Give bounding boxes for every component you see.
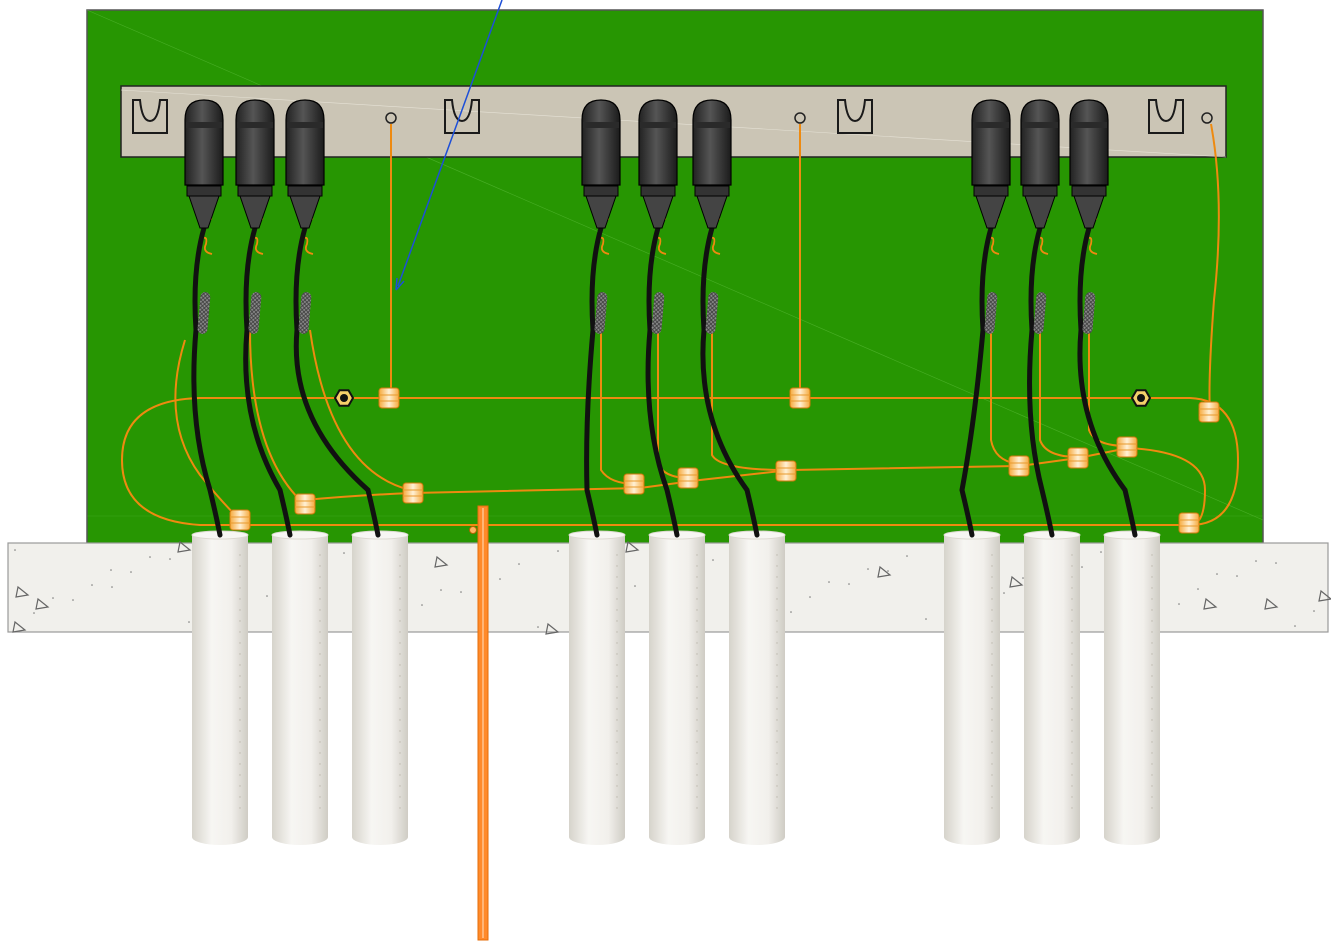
splice-sleeve-icon xyxy=(294,493,316,515)
conduit-tube xyxy=(1103,530,1161,845)
cable-plug-icon xyxy=(581,99,621,229)
conduit-tube xyxy=(728,530,786,845)
braided-sleeve xyxy=(984,292,998,334)
cup-bracket-icon xyxy=(132,99,168,134)
circle-icon xyxy=(1201,112,1213,124)
coax-cable xyxy=(1077,225,1138,538)
braided-sleeve xyxy=(197,292,211,334)
cup-bracket-icon xyxy=(1148,99,1184,134)
coax-cable xyxy=(645,225,680,538)
pointer-arrowhead xyxy=(395,277,405,291)
splice-sleeve-icon xyxy=(677,467,699,489)
splice-sleeve-icon xyxy=(789,387,811,409)
conduit-tube xyxy=(1023,530,1081,845)
splice-sleeve-icon xyxy=(1198,401,1220,423)
braided-sleeve xyxy=(1033,292,1047,334)
splice-sleeve-icon xyxy=(229,509,251,531)
cable-plug-icon xyxy=(971,99,1011,229)
braided-sleeve xyxy=(594,292,608,334)
cup-bracket-icon xyxy=(837,99,873,134)
signal-wire xyxy=(249,329,301,501)
coax-cable xyxy=(584,225,604,538)
coax-cable xyxy=(700,225,760,538)
splice-sleeve-icon xyxy=(1008,455,1030,477)
splice-sleeve-icon xyxy=(1116,436,1138,458)
cable-plug-icon xyxy=(638,99,678,229)
cable-plug-icon xyxy=(184,99,224,229)
cable-plug-icon xyxy=(285,99,325,229)
braided-sleeve xyxy=(298,292,312,334)
cable-plug-icon xyxy=(1020,99,1060,229)
circle-icon xyxy=(385,112,397,124)
splice-sleeve-icon xyxy=(623,473,645,495)
cable-plug-icon xyxy=(1069,99,1109,229)
braided-sleeve xyxy=(248,292,262,334)
braided-sleeve xyxy=(705,292,719,334)
splice-sleeve-icon xyxy=(1067,447,1089,469)
splice-sleeve-icon xyxy=(402,482,424,504)
braided-sleeve xyxy=(651,292,665,334)
coax-cable xyxy=(191,225,223,538)
conduit-tube xyxy=(351,530,409,845)
splice-sleeve-icon xyxy=(775,460,797,482)
signal-wire xyxy=(174,339,241,521)
cable-plug-icon xyxy=(235,99,275,229)
coax-cable xyxy=(243,225,293,538)
hex-nut-icon xyxy=(1130,389,1152,407)
coax-cable xyxy=(1027,225,1055,538)
signal-wire xyxy=(304,446,1207,526)
signal-wire xyxy=(309,329,411,491)
conduit-tube xyxy=(568,530,626,845)
ground-rod-clamp xyxy=(469,526,477,534)
coax-cable xyxy=(293,225,381,538)
splice-sleeve-icon xyxy=(378,387,400,409)
splice-sleeve-icon xyxy=(1178,512,1200,534)
signal-wire xyxy=(1208,123,1220,413)
conduit-tube xyxy=(648,530,706,845)
circle-icon xyxy=(794,112,806,124)
coax-cable xyxy=(959,225,994,538)
cable-plug-icon xyxy=(692,99,732,229)
braided-sleeve xyxy=(1082,292,1096,334)
conduit-tube xyxy=(191,530,249,845)
conduit-tube xyxy=(943,530,1001,845)
conduit-tube xyxy=(271,530,329,845)
pointer-arrow xyxy=(397,0,503,287)
hex-nut-icon xyxy=(333,389,355,407)
cup-bracket-icon xyxy=(444,99,480,134)
